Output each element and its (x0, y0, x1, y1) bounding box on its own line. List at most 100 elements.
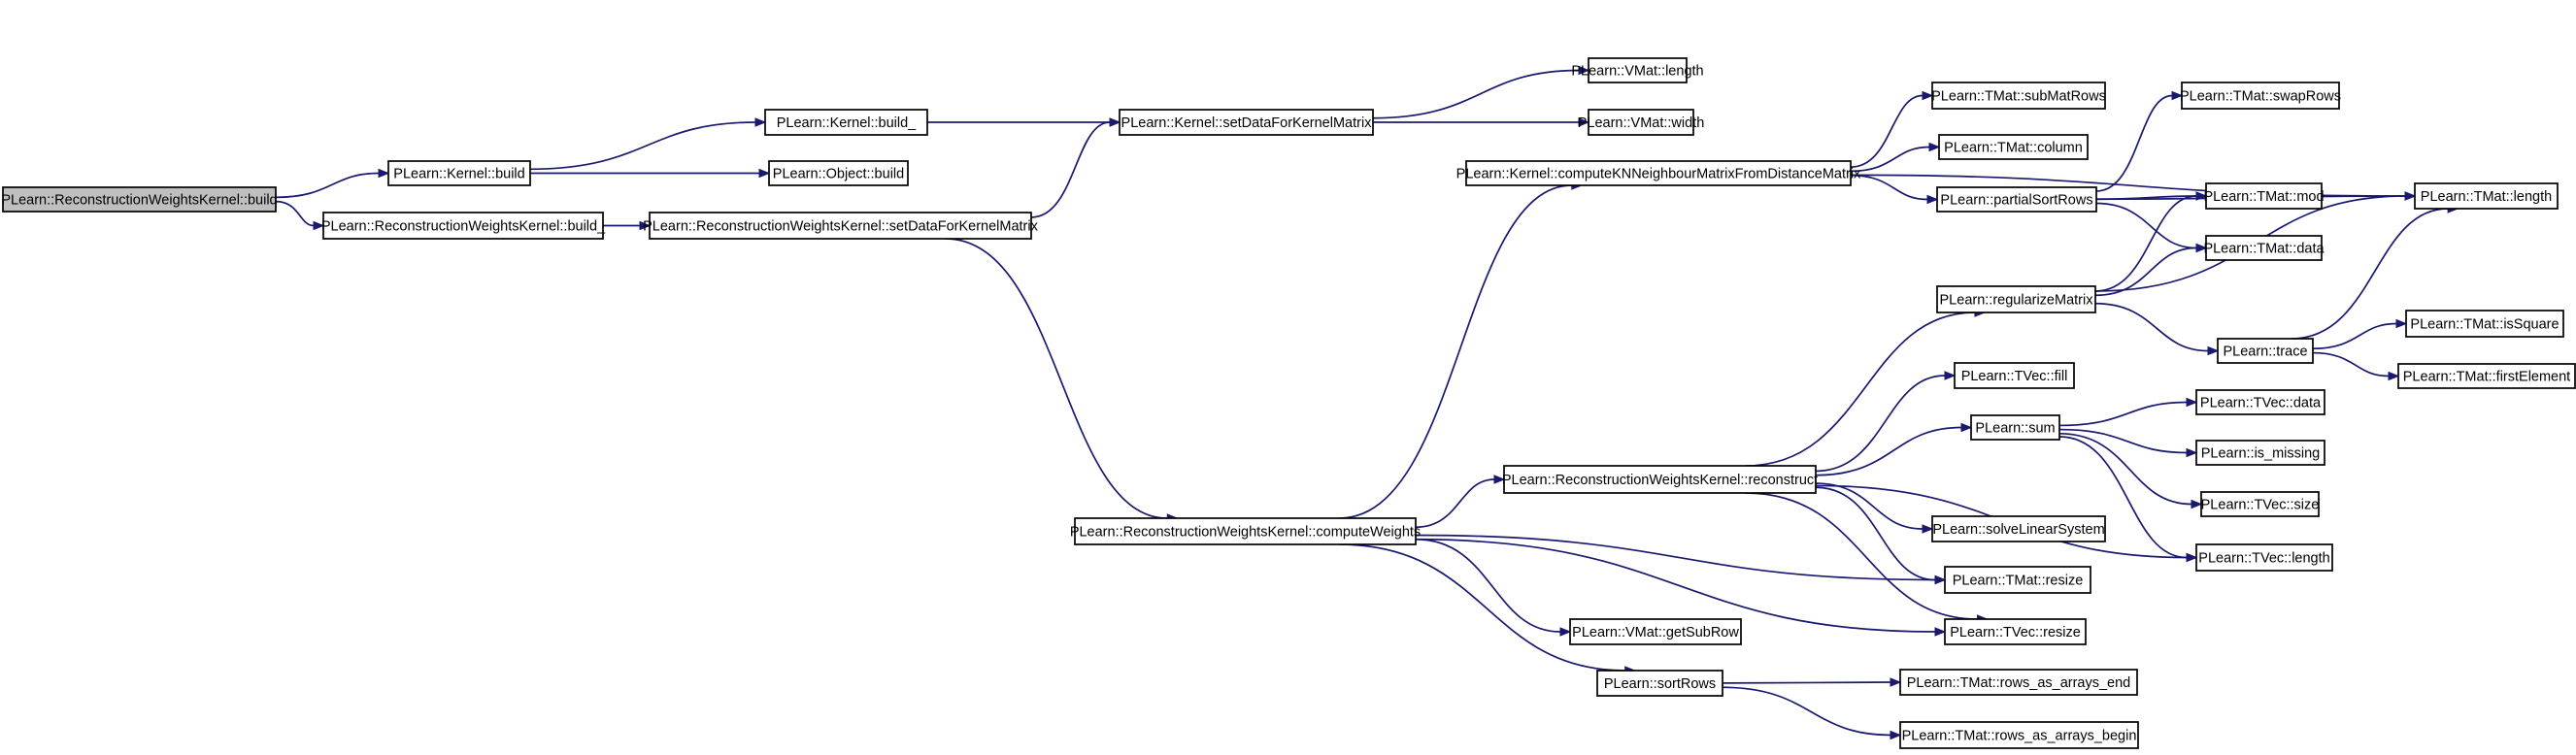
call-edge-group (603, 220, 652, 231)
function-node[interactable]: PLearn::TVec::data (2195, 389, 2325, 415)
function-node[interactable]: PLearn::TMat::resize (1944, 566, 2091, 594)
function-node[interactable]: PLearn::TVec::size (2200, 491, 2320, 517)
function-node[interactable]: PLearn::TMat::data (2203, 235, 2325, 261)
call-edge (2094, 302, 2209, 352)
function-node[interactable]: PLearn::VMat::length (1571, 57, 1704, 83)
function-node[interactable]: PLearn::ReconstructionWeightsKernel::bui… (1, 186, 278, 213)
function-node[interactable]: PLearn::TVec::resize (1944, 618, 2087, 645)
function-node-label: PLearn::ReconstructionWeightsKernel::rec… (1502, 473, 1818, 488)
function-node[interactable]: PLearn::TMat::swapRows (2180, 82, 2341, 110)
function-node[interactable]: PLearn::TMat::subMatRows (1931, 82, 2106, 110)
function-node-box (2414, 182, 2559, 210)
call-edge (2095, 195, 2197, 201)
function-node[interactable]: PLearn::sortRows (1596, 670, 1723, 697)
function-node[interactable]: PLearn::TVec::length (2195, 543, 2333, 572)
call-edge-group (1745, 492, 1989, 624)
function-node[interactable]: PLearn::Kernel::computeKNNeighbourMatrix… (1456, 160, 1861, 186)
function-node[interactable]: PLearn::ReconstructionWeightsKernel::set… (643, 212, 1039, 240)
function-node-label: PLearn::TMat::rows_as_arrays_begin (1902, 729, 2137, 744)
call-edge-group (1850, 142, 1941, 173)
function-node[interactable]: PLearn::TMat::rows_as_arrays_begin (1899, 721, 2139, 749)
function-node[interactable]: PLearn::TMat::firstElement (2397, 363, 2576, 389)
function-node-box (2195, 543, 2333, 572)
arrow-head-icon (1493, 475, 1506, 484)
function-node-label: PLearn::is_missing (2201, 446, 2321, 462)
call-edge (1850, 174, 1928, 201)
call-edge-group (2058, 428, 2198, 458)
function-node[interactable]: PLearn::ReconstructionWeightsKernel::rec… (1502, 465, 1818, 494)
function-node-box (1936, 186, 2097, 213)
call-edge-group (2058, 436, 2198, 563)
arrow-head-icon (2388, 371, 2400, 381)
function-node-label: PLearn::ReconstructionWeightsKernel::bui… (321, 219, 606, 235)
arrow-head-icon (758, 168, 771, 179)
function-node-box (1931, 82, 2106, 110)
call-edge-group (1815, 371, 1957, 473)
function-node-box (2, 186, 277, 213)
function-node[interactable]: PLearn::trace (2217, 338, 2314, 364)
call-edge-group (1850, 174, 1939, 205)
call-edge-group (927, 117, 1121, 127)
arrow-head-icon (639, 220, 652, 231)
arrow-head-icon (1960, 422, 1973, 433)
arrow-head-icon (2195, 243, 2208, 253)
function-node[interactable]: PLearn::TMat::rows_as_arrays_end (1899, 669, 2138, 696)
function-node[interactable]: PLearn::is_missing (2195, 440, 2325, 466)
function-node[interactable]: PLearn::partialSortRows (1936, 186, 2097, 213)
function-node-box (1970, 414, 2060, 441)
function-node[interactable]: PLearn::TMat::length (2414, 182, 2559, 210)
arrow-head-icon (313, 220, 325, 231)
function-node[interactable]: PLearn::Kernel::build (387, 160, 531, 186)
function-node-box (1944, 618, 2087, 645)
call-edge-group (275, 168, 390, 199)
function-node[interactable]: PLearn::solveLinearSystem (1931, 515, 2106, 542)
call-edge (2291, 208, 2449, 340)
call-edge (1745, 492, 1978, 620)
function-node-label: PLearn::regularizeMatrix (1940, 293, 2094, 309)
call-edge (2312, 351, 2390, 378)
arrow-head-icon (1934, 574, 1947, 585)
function-node[interactable]: PLearn::ReconstructionWeightsKernel::com… (1070, 517, 1421, 545)
function-node-label: PLearn::TVec::data (2200, 396, 2322, 411)
call-edge (1339, 543, 1625, 672)
function-node[interactable]: PLearn::VMat::getSubRow (1569, 618, 1742, 645)
function-node-label: PLearn::TMat::mod (2203, 189, 2324, 205)
function-node-box (2195, 440, 2325, 466)
arrow-head-icon (1944, 371, 1957, 380)
function-node[interactable]: PLearn::Kernel::setDataForKernelMatrix (1119, 109, 1374, 136)
function-node[interactable]: PLearn::VMat::width (1578, 109, 1705, 136)
function-node[interactable]: PLearn::TVec::fill (1954, 362, 2075, 389)
function-node-box (1944, 566, 2091, 594)
function-node-box (2397, 363, 2576, 389)
arrow-head-icon (1578, 117, 1590, 127)
function-node[interactable]: PLearn::TMat::isSquare (2405, 310, 2564, 338)
call-edge (1415, 538, 1561, 633)
call-edge (2095, 202, 2197, 249)
function-node[interactable]: PLearn::TMat::column (1938, 134, 2089, 160)
function-node[interactable]: PLearn::ReconstructionWeightsKernel::bui… (321, 212, 606, 240)
function-node-label: PLearn::TVec::length (2198, 551, 2329, 567)
arrow-head-icon (1922, 90, 1934, 101)
function-node-label: PLearn::TVec::size (2201, 498, 2320, 513)
call-edge-group (529, 117, 767, 171)
function-node-label: PLearn::sortRows (1604, 676, 1716, 692)
arrow-head-icon (378, 168, 390, 179)
function-node[interactable]: PLearn::Object::build (768, 160, 909, 186)
function-node-label: PLearn::sum (1975, 421, 2055, 437)
arrow-head-icon (2186, 552, 2198, 563)
arrow-head-icon (1890, 730, 1902, 740)
function-node-box (1569, 618, 1742, 645)
function-node-box (649, 212, 1032, 240)
function-node-box (2200, 491, 2320, 517)
call-edge-group (1722, 686, 1902, 740)
function-node[interactable]: PLearn::TMat::mod (2203, 182, 2325, 210)
function-node[interactable]: PLearn::sum (1970, 414, 2060, 441)
arrow-head-icon (2207, 345, 2220, 356)
function-node[interactable]: PLearn::regularizeMatrix (1936, 285, 2096, 313)
function-node-label: PLearn::TMat::data (2203, 242, 2325, 257)
function-node-label: PLearn::Object::build (773, 167, 904, 182)
call-edge (1815, 375, 1946, 473)
function-node[interactable]: PLearn::Kernel::build_ (764, 109, 928, 136)
call-edge-group (1745, 308, 1987, 467)
function-node-box (1954, 362, 2075, 389)
